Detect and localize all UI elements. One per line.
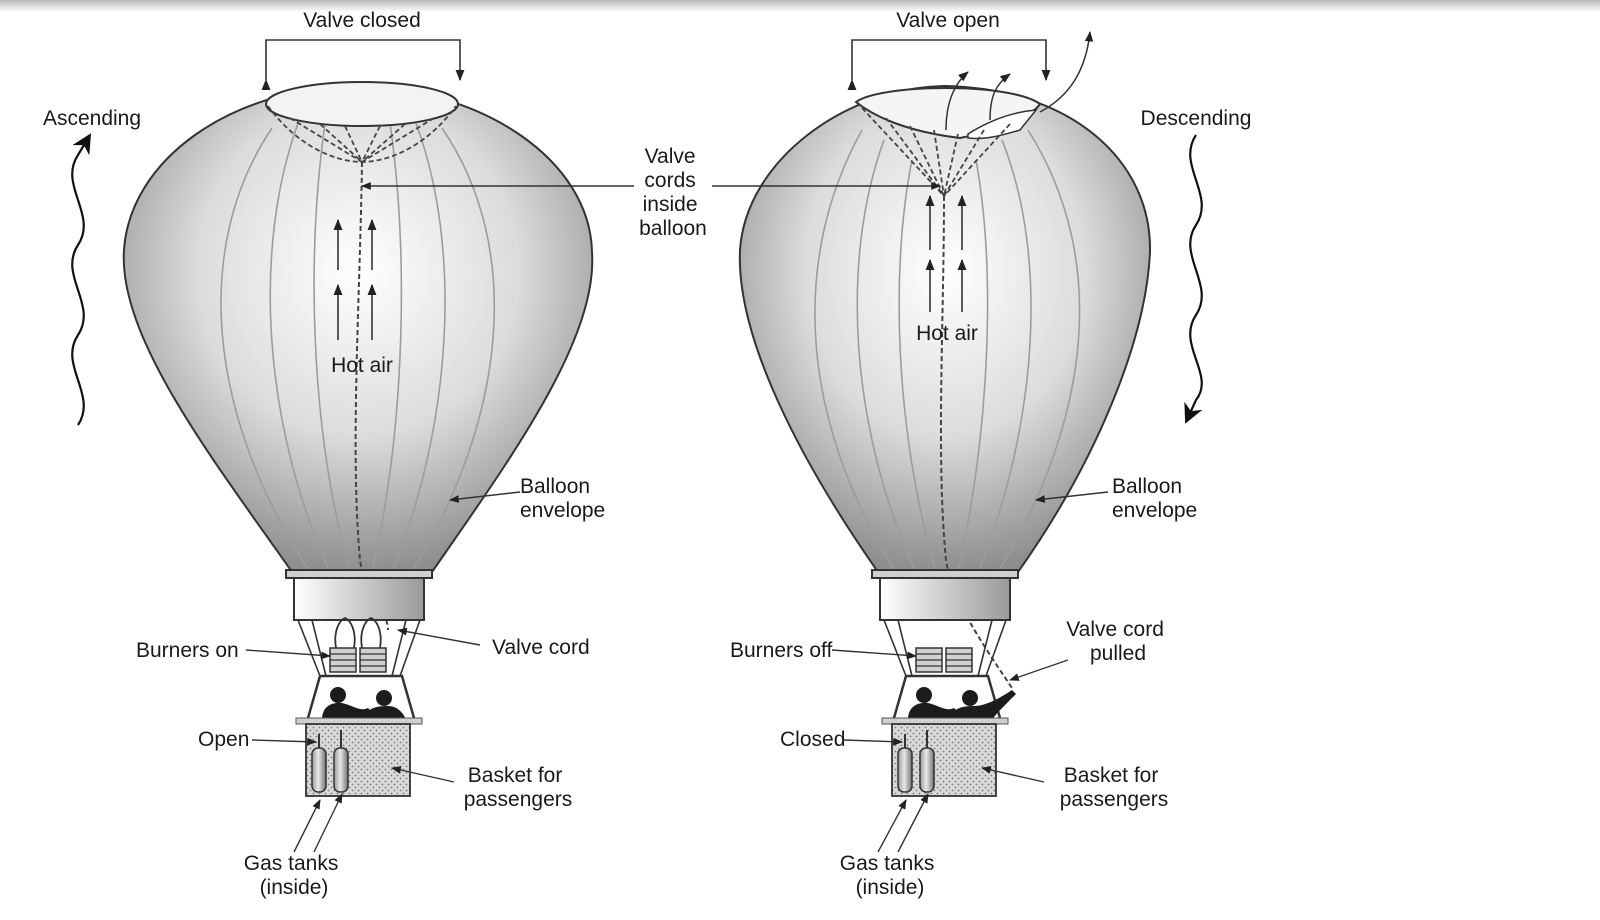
- right-basket-label: Basket for passengers: [1060, 764, 1169, 811]
- burners-off-label: Burners off: [730, 639, 832, 662]
- left-gas-tanks: [311, 730, 349, 793]
- right-burners: [915, 647, 973, 673]
- valve-cords-label: Valve cords inside balloon: [639, 145, 707, 240]
- valve-open-label: Valve open: [896, 9, 1000, 32]
- labels: Valve closed Valve open Ascending Descen…: [43, 9, 1251, 899]
- right-suspension-lines: [883, 619, 1007, 677]
- left-burners: [329, 647, 387, 673]
- top-shadow-bar: [0, 0, 1600, 12]
- left-envelope-label: Balloon envelope: [520, 475, 605, 522]
- right-valve-panel-cords: [861, 107, 1011, 197]
- valve-closed-label: Valve closed: [303, 9, 421, 32]
- leader-lines: [245, 182, 1109, 853]
- left-valve-bracket: [261, 39, 465, 91]
- right-gas-tanks-label: Gas tanks (inside): [840, 852, 940, 899]
- left-skirt: [293, 577, 425, 621]
- right-pilots: [908, 687, 1016, 721]
- right-hot-air-label: Hot air: [916, 322, 978, 345]
- left-skirt-ring: [285, 569, 433, 579]
- descending-arrow: [1184, 134, 1203, 424]
- descending-label: Descending: [1141, 107, 1252, 130]
- right-basket-rim: [881, 717, 1009, 725]
- ascending-arrow: [71, 133, 92, 426]
- valve-cord-label: Valve cord: [492, 636, 590, 659]
- right-hot-air-arrows: [925, 194, 967, 312]
- right-envelope-label: Balloon envelope: [1112, 475, 1197, 522]
- open-label: Open: [198, 728, 249, 751]
- left-gas-tanks-label: Gas tanks (inside): [244, 852, 344, 899]
- left-pilots: [322, 687, 406, 721]
- left-envelope-gores: [220, 109, 496, 573]
- ascending-label: Ascending: [43, 107, 141, 130]
- left-hot-air-label: Hot air: [331, 354, 393, 377]
- right-skirt: [879, 577, 1011, 621]
- left-burner-flames: [334, 617, 382, 649]
- right-valve-bracket: [847, 39, 1051, 91]
- right-skirt-ring: [871, 569, 1019, 579]
- left-basket-rim: [295, 717, 423, 725]
- left-basket-label: Basket for passengers: [464, 764, 573, 811]
- left-hot-air-arrows: [333, 218, 377, 340]
- right-balloon: [738, 30, 1203, 797]
- left-basket-frame: [306, 674, 416, 719]
- burners-on-label: Burners on: [136, 639, 239, 662]
- left-suspension-lines: [297, 619, 421, 677]
- left-balloon: [71, 39, 594, 797]
- valve-cord-pulled-label: Valve cord pulled: [1066, 618, 1170, 665]
- right-gas-tanks: [897, 730, 935, 793]
- right-valve-cord-line: [939, 195, 1013, 689]
- left-valve-opening: [265, 81, 459, 127]
- closed-label: Closed: [780, 728, 845, 751]
